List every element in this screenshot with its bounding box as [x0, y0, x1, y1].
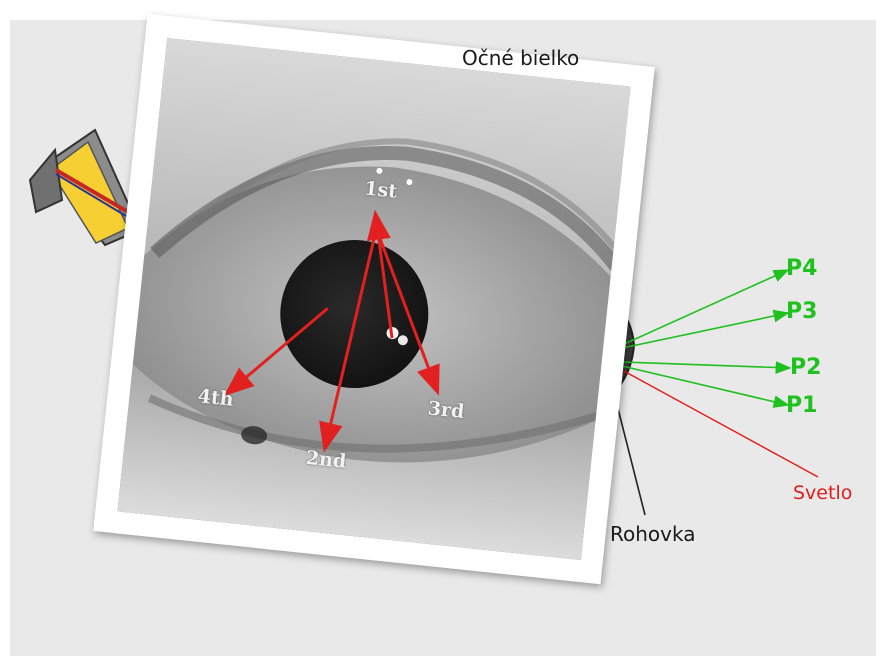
label-cornea: Rohovka: [610, 522, 695, 546]
ray-p2: [622, 362, 790, 368]
label-4th: 4th: [197, 385, 235, 411]
label-3rd: 3rd: [427, 397, 466, 423]
label-p3: P3: [786, 299, 817, 324]
label-sclera: Očné bielko: [462, 46, 579, 70]
label-p4: P4: [786, 256, 817, 281]
light-ray: [622, 370, 818, 477]
ray-p1: [622, 366, 788, 405]
eye-photo-frame: 1st 2nd 3rd 4th: [93, 14, 655, 584]
label-p2: P2: [790, 355, 821, 380]
label-light: Svetlo: [793, 482, 852, 504]
label-p1: P1: [786, 393, 817, 418]
label-1st: 1st: [363, 177, 398, 202]
ray-p4: [622, 270, 788, 345]
eye-photo-icon: 1st 2nd 3rd 4th: [117, 38, 630, 560]
light-source-icon: [30, 130, 140, 245]
label-2nd: 2nd: [305, 447, 347, 473]
ray-p3: [622, 313, 788, 348]
